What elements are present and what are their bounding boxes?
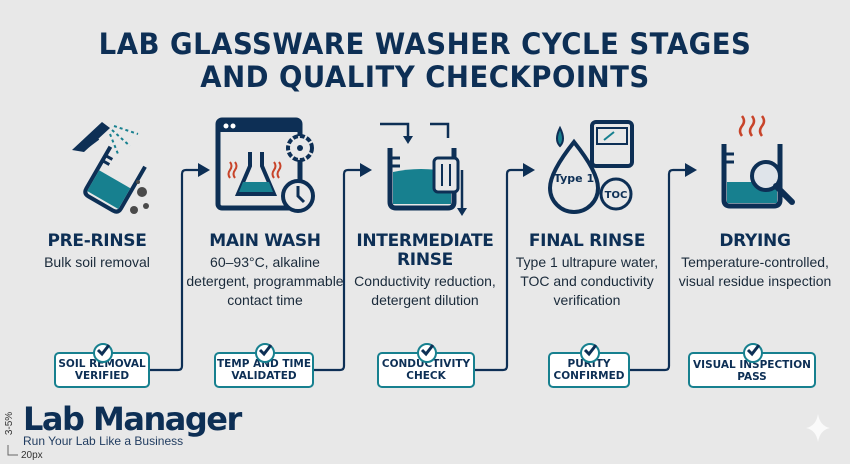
beaker-flow-icon <box>380 122 467 216</box>
stage-intermediate-rinse: INTERMEDIATE RINSE Conductivity reductio… <box>345 110 505 310</box>
stage-title: MAIN WASH <box>209 231 321 251</box>
connector-4 <box>629 168 687 372</box>
washer-flask-timer-icon <box>215 117 315 213</box>
stage-description: Temperature-controlled, visual residue i… <box>678 254 832 289</box>
connector-1 <box>149 168 200 372</box>
stage-title: DRYING <box>719 231 791 251</box>
stage-title: PRE-RINSE <box>47 231 147 251</box>
check-icon <box>743 343 763 363</box>
stage-description: Type 1 ultrapure water, TOC and conducti… <box>515 254 659 308</box>
logo-tagline: Run Your Lab Like a Business <box>23 434 184 448</box>
corner-bracket <box>7 445 18 456</box>
stage-drying: DRYING Temperature-controlled, visual re… <box>675 110 835 291</box>
checkpoint-label: VISUAL INSPECTION PASS <box>693 359 811 383</box>
checkpoint-label: TEMP AND TIME VALIDATED <box>216 358 312 382</box>
checkpoint-soil-removal: SOIL REMOVAL VERIFIED <box>54 343 150 388</box>
logo-name: Lab Manager <box>23 400 242 438</box>
title-line-2: AND QUALITY CHECKPOINTS <box>200 60 650 94</box>
beaker-magnifier-icon <box>721 115 795 209</box>
toc-label: TOC <box>605 190 628 201</box>
checkpoint-label: PURITY CONFIRMED <box>553 358 625 382</box>
page-title: LAB GLASSWARE WASHER CYCLE STAGES AND QU… <box>0 28 850 94</box>
stage-description: 60–93°C, alkaline detergent, programmabl… <box>186 254 344 308</box>
arrowhead-4 <box>685 163 697 177</box>
margin-annotation-vertical: 3-5% <box>4 411 16 436</box>
checkpoint-visual-inspection: VISUAL INSPECTION PASS <box>688 343 816 388</box>
water-drop-meter-icon: Type 1 TOC <box>547 120 634 214</box>
type-label: Type 1 <box>554 172 594 185</box>
stage-description: Bulk soil removal <box>44 254 150 270</box>
checkpoint-label: SOIL REMOVAL VERIFIED <box>58 358 146 382</box>
check-icon <box>417 343 437 363</box>
arrowhead-3 <box>523 163 535 177</box>
stage-final-rinse: Type 1 TOC FINAL RINSE Type 1 ultrapure … <box>507 110 667 310</box>
connector-3 <box>474 168 525 372</box>
check-icon <box>255 343 275 363</box>
arrowhead-2 <box>360 163 372 177</box>
sparkle-icon <box>806 414 830 442</box>
spray-beaker-icon <box>72 122 149 214</box>
stage-pre-rinse: PRE-RINSE Bulk soil removal <box>17 110 177 272</box>
connector-2 <box>313 168 362 372</box>
stage-title: FINAL RINSE <box>528 231 646 251</box>
checkpoint-label: CONDUCTIVITY CHECK <box>381 358 471 382</box>
stage-title: INTERMEDIATE RINSE <box>356 231 494 270</box>
title-line-1: LAB GLASSWARE WASHER CYCLE STAGES <box>98 27 752 61</box>
lab-manager-logo: Lab Manager Run Your Lab Like a Business <box>23 400 242 448</box>
check-icon <box>93 343 113 363</box>
stage-main-wash: MAIN WASH 60–93°C, alkaline detergent, p… <box>185 110 345 310</box>
checkpoint-purity: PURITY CONFIRMED <box>548 343 630 388</box>
margin-annotation-horizontal: 20px <box>21 450 43 461</box>
checkpoint-temp-time: TEMP AND TIME VALIDATED <box>214 343 314 388</box>
check-icon <box>580 343 600 363</box>
checkpoint-conductivity: CONDUCTIVITY CHECK <box>377 343 475 388</box>
stage-description: Conductivity reduction, detergent diluti… <box>354 273 496 308</box>
arrowhead-1 <box>198 163 210 177</box>
